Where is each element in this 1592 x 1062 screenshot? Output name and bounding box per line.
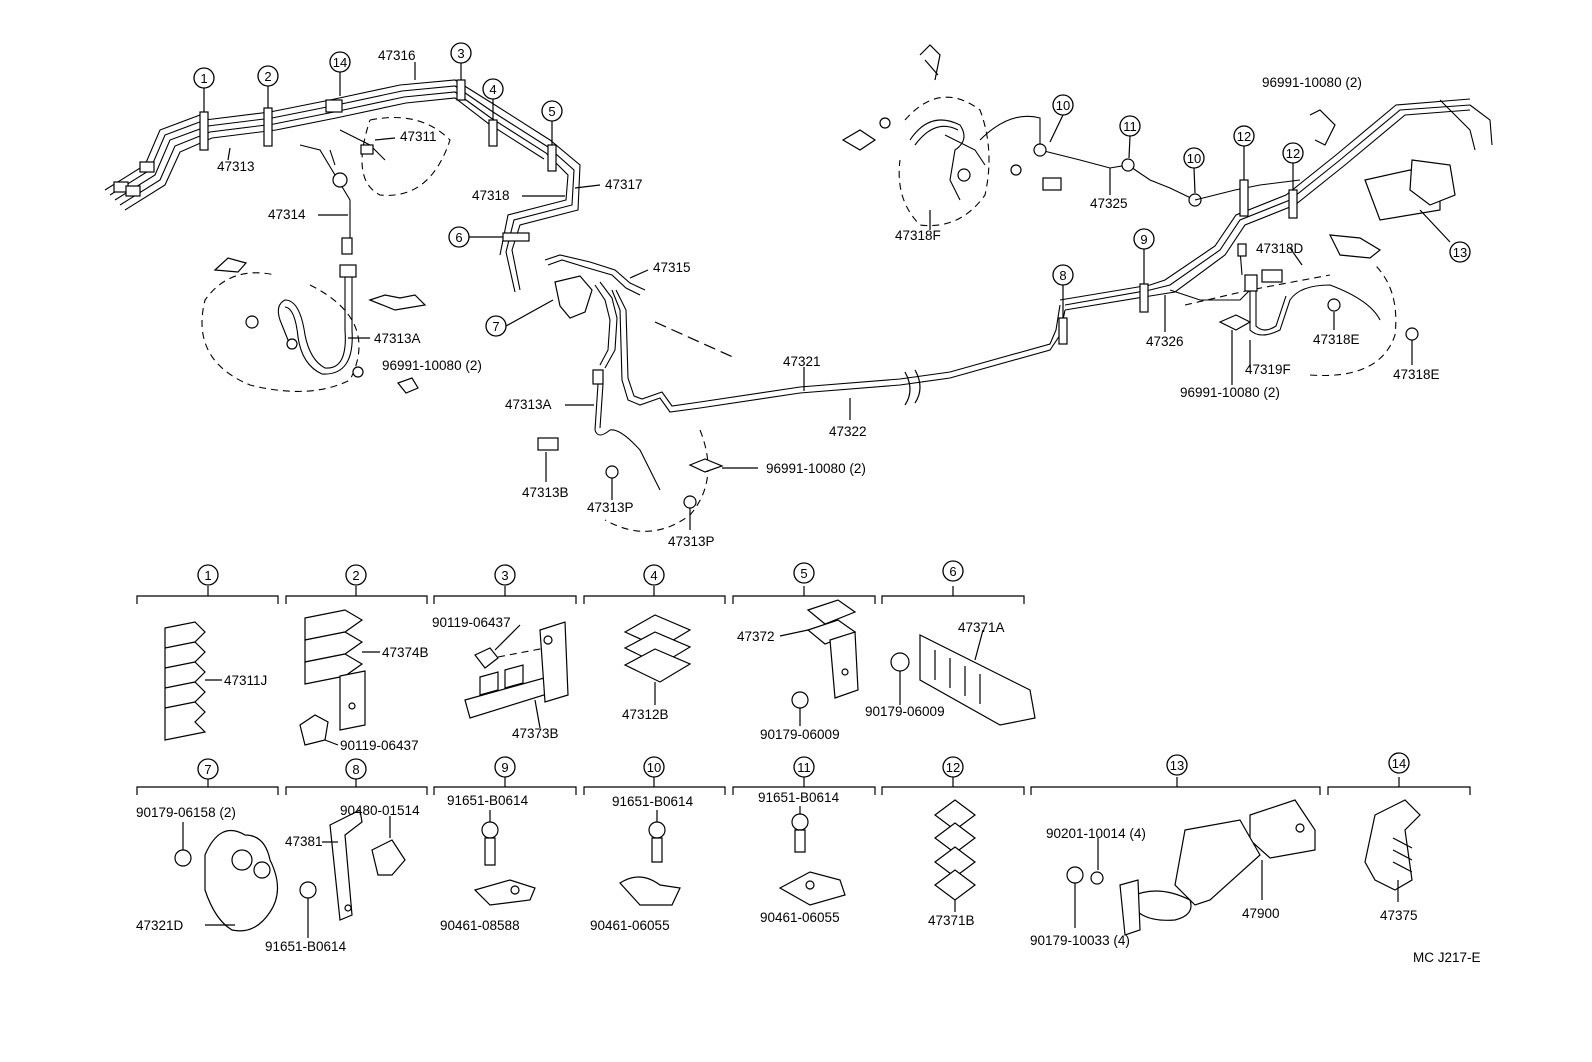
detail-part-drawings (164, 599, 1421, 938)
part-91651-B0614: 91651-B0614 (447, 793, 529, 808)
callout-10: 10 (1056, 98, 1070, 113)
callout-5: 5 (548, 104, 555, 119)
part-96991-10080: 96991-10080 (2) (766, 461, 866, 476)
part-47371A: 47371A (958, 620, 1005, 635)
part-47313P: 47313P (668, 534, 715, 549)
detail-callout-9: 9 (501, 760, 508, 775)
part-90461-06055: 90461-06055 (760, 910, 840, 925)
detail-callout-6: 6 (949, 564, 956, 579)
part-47312B: 47312B (622, 707, 669, 722)
front-left-tube-bundle (104, 79, 581, 293)
callout-3: 3 (457, 46, 464, 61)
callout-12: 12 (1237, 129, 1251, 144)
detail-callout-13: 13 (1170, 758, 1184, 773)
part-90461-06055: 90461-06055 (590, 918, 670, 933)
detail-callout-2: 2 (352, 568, 359, 583)
callout-10: 10 (1187, 151, 1201, 166)
part-96991-10080: 96991-10080 (2) (1262, 75, 1362, 90)
part-90201-10014: 90201-10014 (4) (1046, 826, 1146, 841)
part-47318D: 47318D (1256, 241, 1304, 256)
part-91651-B0614: 91651-B0614 (612, 794, 694, 809)
callout-12: 12 (1286, 146, 1300, 161)
detail-callout-5: 5 (800, 566, 807, 581)
part-47311J: 47311J (224, 673, 267, 688)
part-47326: 47326 (1146, 334, 1184, 349)
detail-callout-14: 14 (1392, 756, 1406, 771)
front-left-brake-hose (201, 257, 427, 394)
detail-callout-12: 12 (946, 760, 960, 775)
part-47316: 47316 (378, 48, 416, 63)
detail-callout-10: 10 (647, 760, 661, 775)
top-callout-numbers: 1 2 14 3 4 5 6 7 8 9 10 11 10 12 12 13 (200, 46, 1467, 334)
part-47311: 47311 (400, 129, 437, 144)
callout-7: 7 (492, 319, 499, 334)
callout-11: 11 (1123, 119, 1137, 134)
combination-valve-area (537, 98, 1471, 532)
callout-6: 6 (455, 230, 462, 245)
part-47317: 47317 (605, 177, 643, 192)
top-part-labels: 47316 47311 47313 47314 47318 47317 4731… (217, 48, 1440, 549)
part-90179-06009: 90179-06009 (865, 704, 945, 719)
detail-group-callouts: 1 2 3 4 5 6 7 8 9 10 11 12 13 14 (197, 560, 1410, 780)
diagram-code: MC J217-E (1413, 950, 1481, 965)
part-47321: 47321 (783, 354, 821, 369)
part-47314: 47314 (268, 207, 306, 222)
detail-part-labels: 47311J 47374B 90119-06437 90119-06437 47… (136, 615, 1481, 965)
part-90480-01514: 90480-01514 (340, 803, 420, 818)
part-90119-06437: 90119-06437 (432, 615, 511, 630)
part-47322: 47322 (829, 424, 867, 439)
top-callouts (193, 42, 1471, 345)
part-47313P: 47313P (587, 500, 634, 515)
part-90179-06009: 90179-06009 (760, 727, 840, 742)
detail-callout-3: 3 (501, 568, 508, 583)
part-91651-B0614: 91651-B0614 (758, 790, 840, 805)
part-47313: 47313 (217, 159, 255, 174)
part-47313A: 47313A (505, 397, 552, 412)
callout-8: 8 (1059, 268, 1066, 283)
part-47375: 47375 (1380, 908, 1418, 923)
part-47381: 47381 (285, 834, 323, 849)
part-47371B: 47371B (928, 913, 975, 928)
callout-1: 1 (200, 71, 207, 86)
part-47372: 47372 (737, 629, 775, 644)
part-91651-B0614: 91651-B0614 (265, 939, 347, 954)
part-47319F: 47319F (1245, 362, 1291, 377)
part-90179-10033: 90179-10033 (4) (1030, 933, 1130, 948)
part-47313B: 47313B (522, 485, 569, 500)
top-leaders (227, 62, 1413, 530)
detail-callout-1: 1 (204, 568, 211, 583)
detail-callout-4: 4 (650, 568, 657, 583)
callout-9: 9 (1140, 232, 1147, 247)
detail-callout-7: 7 (204, 762, 211, 777)
part-47313A: 47313A (374, 331, 421, 346)
part-47325: 47325 (1090, 196, 1128, 211)
part-90119-06437: 90119-06437 (340, 738, 419, 753)
part-90179-06158: 90179-06158 (2) (136, 805, 236, 820)
callout-4: 4 (489, 82, 496, 97)
part-47318F: 47318F (895, 228, 941, 243)
part-47373B: 47373B (512, 726, 559, 741)
part-90461-08588: 90461-08588 (440, 918, 520, 933)
part-96991-10080: 96991-10080 (2) (1180, 385, 1280, 400)
detail-callout-8: 8 (352, 762, 359, 777)
part-47321D: 47321D (136, 918, 184, 933)
callout-2: 2 (264, 69, 271, 84)
callout-13: 13 (1453, 245, 1467, 260)
detail-group-brackets (136, 586, 1471, 795)
part-47374B: 47374B (382, 645, 429, 660)
part-47318E: 47318E (1393, 367, 1440, 382)
part-96991-10080: 96991-10080 (2) (382, 358, 482, 373)
part-47318E: 47318E (1313, 332, 1360, 347)
detail-callout-11: 11 (797, 760, 811, 775)
part-47315: 47315 (653, 260, 691, 275)
part-47900: 47900 (1242, 906, 1280, 921)
part-47318: 47318 (472, 188, 510, 203)
callout-14: 14 (333, 55, 347, 70)
rear-brake-tubes (841, 44, 1493, 377)
